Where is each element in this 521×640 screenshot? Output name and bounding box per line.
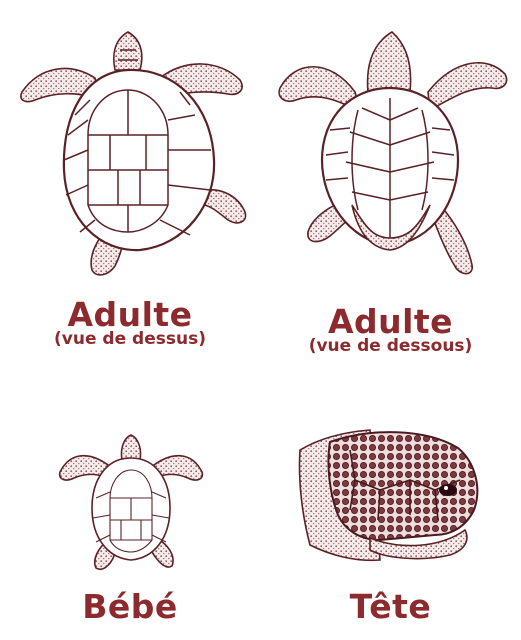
caption-subtitle: (vue de dessous) (260, 338, 521, 355)
caption-title: Bébé (0, 590, 260, 623)
caption-adult-bottom: Adulte (vue de dessous) (260, 305, 521, 355)
turtle-top-view-icon (0, 0, 260, 300)
turtle-bottom-view-icon (260, 0, 521, 300)
panel-hatchling: Bébé (0, 380, 260, 640)
turtle-head-icon (260, 380, 521, 580)
caption-hatchling: Bébé (0, 590, 260, 623)
caption-subtitle: (vue de dessus) (0, 331, 260, 348)
caption-title: Adulte (260, 305, 521, 338)
hatchling-icon (0, 380, 260, 580)
caption-title: Tête (260, 590, 521, 623)
panel-head: Tête (260, 380, 521, 640)
caption-title: Adulte (0, 298, 260, 331)
caption-head: Tête (260, 590, 521, 623)
panel-adult-top: Adulte (vue de dessus) (0, 0, 260, 380)
panel-adult-bottom: Adulte (vue de dessous) (260, 0, 521, 380)
caption-adult-top: Adulte (vue de dessus) (0, 298, 260, 348)
